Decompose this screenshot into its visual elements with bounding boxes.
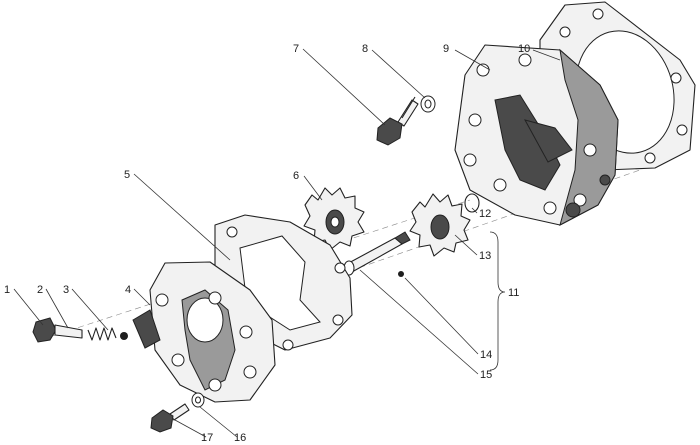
callout-labels: 1 2 3 4 5 6 7 8 9 10 11 12 13 14 15 16 1… [4,43,530,444]
pump-cover [132,261,276,403]
retaining-ring [464,193,480,213]
relief-valve-ball [120,332,128,340]
callout-17: 17 [201,432,213,444]
callout-5: 5 [124,169,130,181]
ball [398,271,404,277]
callout-1: 1 [4,284,10,296]
callout-14: 14 [480,349,492,361]
callout-7: 7 [293,43,299,55]
callout-10: 10 [518,43,530,55]
callout-15: 15 [480,369,492,381]
relief-valve-plug [32,317,83,343]
gear-driven [303,187,365,251]
callout-4: 4 [125,284,131,296]
leader-lines [13,48,561,438]
callout-3: 3 [63,284,69,296]
washer-lower [191,392,205,408]
bolt-lower [150,403,190,433]
pump-housing [454,44,619,226]
callout-11: 11 [508,287,519,299]
callout-2: 2 [37,284,43,296]
relief-valve-spring [87,327,117,341]
washer-upper [420,95,436,113]
callout-13: 13 [479,250,491,262]
gear-drive [409,193,471,257]
bolt-upper [376,96,419,146]
callout-6: 6 [293,170,299,182]
callout-8: 8 [362,43,368,55]
callout-12: 12 [479,208,491,220]
callout-9: 9 [443,43,449,55]
callout-16: 16 [234,432,246,444]
